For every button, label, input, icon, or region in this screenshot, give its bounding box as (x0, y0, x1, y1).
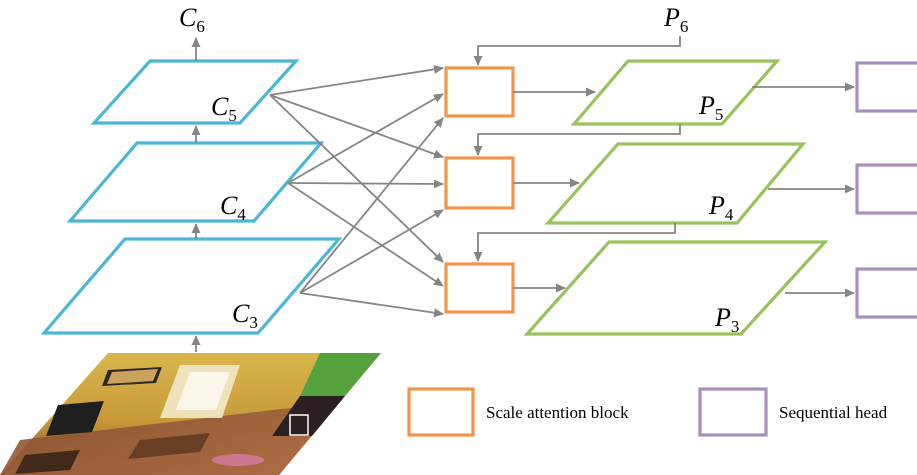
arrow-c4-to-att3 (287, 182, 444, 287)
arrow-p6-to-att5 (473, 36, 681, 66)
legend-head-swatch (698, 387, 768, 437)
backbone-c5-plane (90, 59, 300, 125)
arrow-c4-to-att4 (287, 179, 444, 189)
backbone-c3-plane (40, 237, 343, 335)
arrows (191, 36, 855, 352)
legend: Scale attention block Sequential head (407, 387, 888, 437)
input-image (0, 353, 381, 475)
backbone-c4-plane (66, 141, 325, 223)
label-c6: C6 (179, 3, 205, 36)
arrow-c3-to-att4 (299, 209, 444, 294)
arrow-p4-to-att3 (473, 223, 676, 262)
pyramid-p5-plane (570, 59, 781, 126)
attention-block-p3 (444, 262, 515, 314)
arrow-c5-to-att4 (269, 94, 444, 159)
label-p4: P4 (708, 191, 734, 224)
arrow-c5-to-att3 (269, 94, 444, 263)
attention-block-p4 (444, 156, 515, 210)
label-c5: C5 (211, 92, 237, 125)
arrow-p5-to-att4 (473, 124, 681, 156)
pyramid-p3-plane (523, 240, 829, 336)
attention-block-p5 (444, 66, 515, 118)
sequential-head-p4 (855, 163, 917, 215)
pyramid-p4-plane (544, 142, 807, 225)
label-c4: C4 (220, 191, 246, 224)
legend-attention-swatch (407, 387, 475, 437)
label-p3: P3 (714, 303, 739, 336)
label-p6: P6 (663, 3, 688, 36)
sequential-head-p5 (855, 61, 917, 113)
legend-head-label: Sequential head (779, 403, 888, 422)
sequential-head-p3 (855, 267, 917, 319)
label-p5: P5 (698, 91, 723, 124)
arrow-c5-to-att5 (269, 64, 444, 96)
legend-attention-label: Scale attention block (486, 403, 629, 422)
arrow-c3-to-att3 (299, 292, 444, 318)
arrow-c4-to-att5 (287, 93, 444, 184)
arrow-c3-to-att5 (299, 117, 444, 294)
label-c3: C3 (232, 299, 258, 332)
